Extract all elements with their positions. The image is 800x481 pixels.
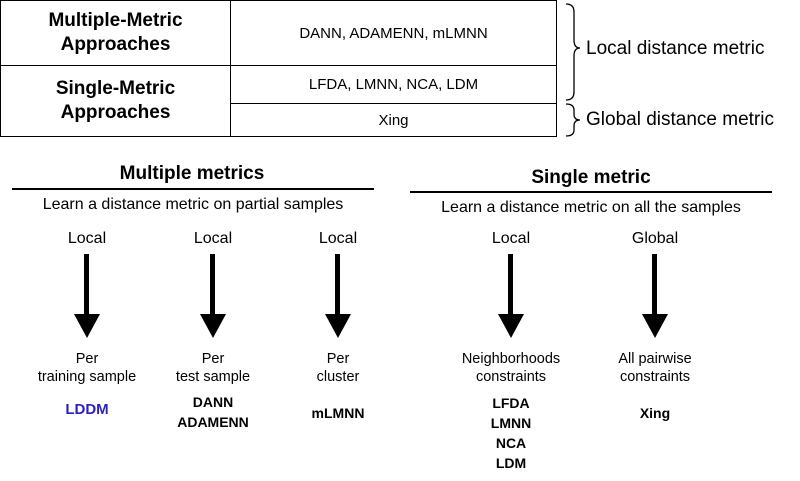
multiple-metric-header-line1: Multiple-Metric [48,10,183,31]
col3-desc-line1: Per [326,351,350,367]
method-lfda: LFDA [492,395,530,411]
single-metric-header-line2: Approaches [60,102,171,123]
multiple-metric-methods: DANN, ADAMENN, mLMNN [299,24,488,42]
col1-desc-line1: Per [75,351,99,367]
multiple-metric-header-line2: Approaches [60,34,171,55]
multiple-metric-methods-cell: DANN, ADAMENN, mLMNN [230,0,557,66]
single-metric-local-methods: LFDA, LMNN, NCA, LDM [308,76,479,93]
global-distance-metric-label: Global distance metric [586,109,774,130]
col1-description: Per training sample [17,350,157,386]
method-nca: NCA [495,435,527,451]
single-metric-subtitle: Learn a distance metric on all the sampl… [441,199,741,216]
method-mlmnn: mLMNN [311,405,365,421]
col5-methods: Xing [585,403,725,423]
multiple-metrics-title: Multiple metrics [119,163,265,184]
col5-scope: Global [631,230,679,247]
col4-description: Neighborhoods constraints [441,350,581,386]
col4-desc-line1: Neighborhoods [461,351,561,367]
col2-down-arrow-icon [200,254,226,338]
multiple-metrics-rule [12,188,374,190]
method-xing: Xing [639,405,671,421]
col2-methods: DANN ADAMENN [143,392,283,432]
col3-scope: Local [318,230,358,247]
col5-desc-line1: All pairwise [618,351,692,367]
col1-scope: Local [67,230,107,247]
col2-desc-line2: test sample [175,369,251,385]
method-lmnn: LMNN [490,415,532,431]
braces [565,3,581,137]
multiple-metrics-subtitle: Learn a distance metric on partial sampl… [42,196,344,213]
col3-description: Per cluster [268,350,408,386]
single-metric-local-methods-cell: LFDA, LMNN, NCA, LDM [230,65,557,104]
single-metric-header-cell: Single-Metric Approaches [0,65,231,137]
single-metric-global-methods: Xing [378,111,409,129]
multiple-metric-header-cell: Multiple-Metric Approaches [0,0,231,66]
method-lddm: LDDM [65,401,109,418]
local-distance-metric-label: Local distance metric [586,38,765,59]
col5-description: All pairwise constraints [585,350,725,386]
col3-methods: mLMNN [268,403,408,423]
col4-down-arrow-icon [498,254,524,338]
method-adamenn: ADAMENN [177,414,249,430]
col5-desc-line2: constraints [619,369,691,385]
global-brace [565,103,581,137]
col3-down-arrow-icon [325,254,351,338]
col2-desc-line1: Per [201,351,225,367]
single-metric-title: Single metric [531,167,651,188]
col2-description: Per test sample [143,350,283,386]
col3-desc-line2: cluster [316,369,360,385]
single-metric-header-line1: Single-Metric [55,78,176,99]
col2-scope: Local [193,230,233,247]
col4-desc-line2: constraints [475,369,547,385]
col1-down-arrow-icon [74,254,100,338]
single-metric-global-methods-cell: Xing [230,103,557,137]
single-metric-rule [410,191,772,193]
col1-desc-line2: training sample [37,369,137,385]
col5-down-arrow-icon [642,254,668,338]
method-ldm: LDM [495,455,527,471]
method-dann: DANN [192,394,234,410]
col4-scope: Local [491,230,531,247]
col4-methods: LFDA LMNN NCA LDM [441,393,581,473]
local-brace [565,3,581,101]
col1-methods: LDDM [17,400,157,420]
